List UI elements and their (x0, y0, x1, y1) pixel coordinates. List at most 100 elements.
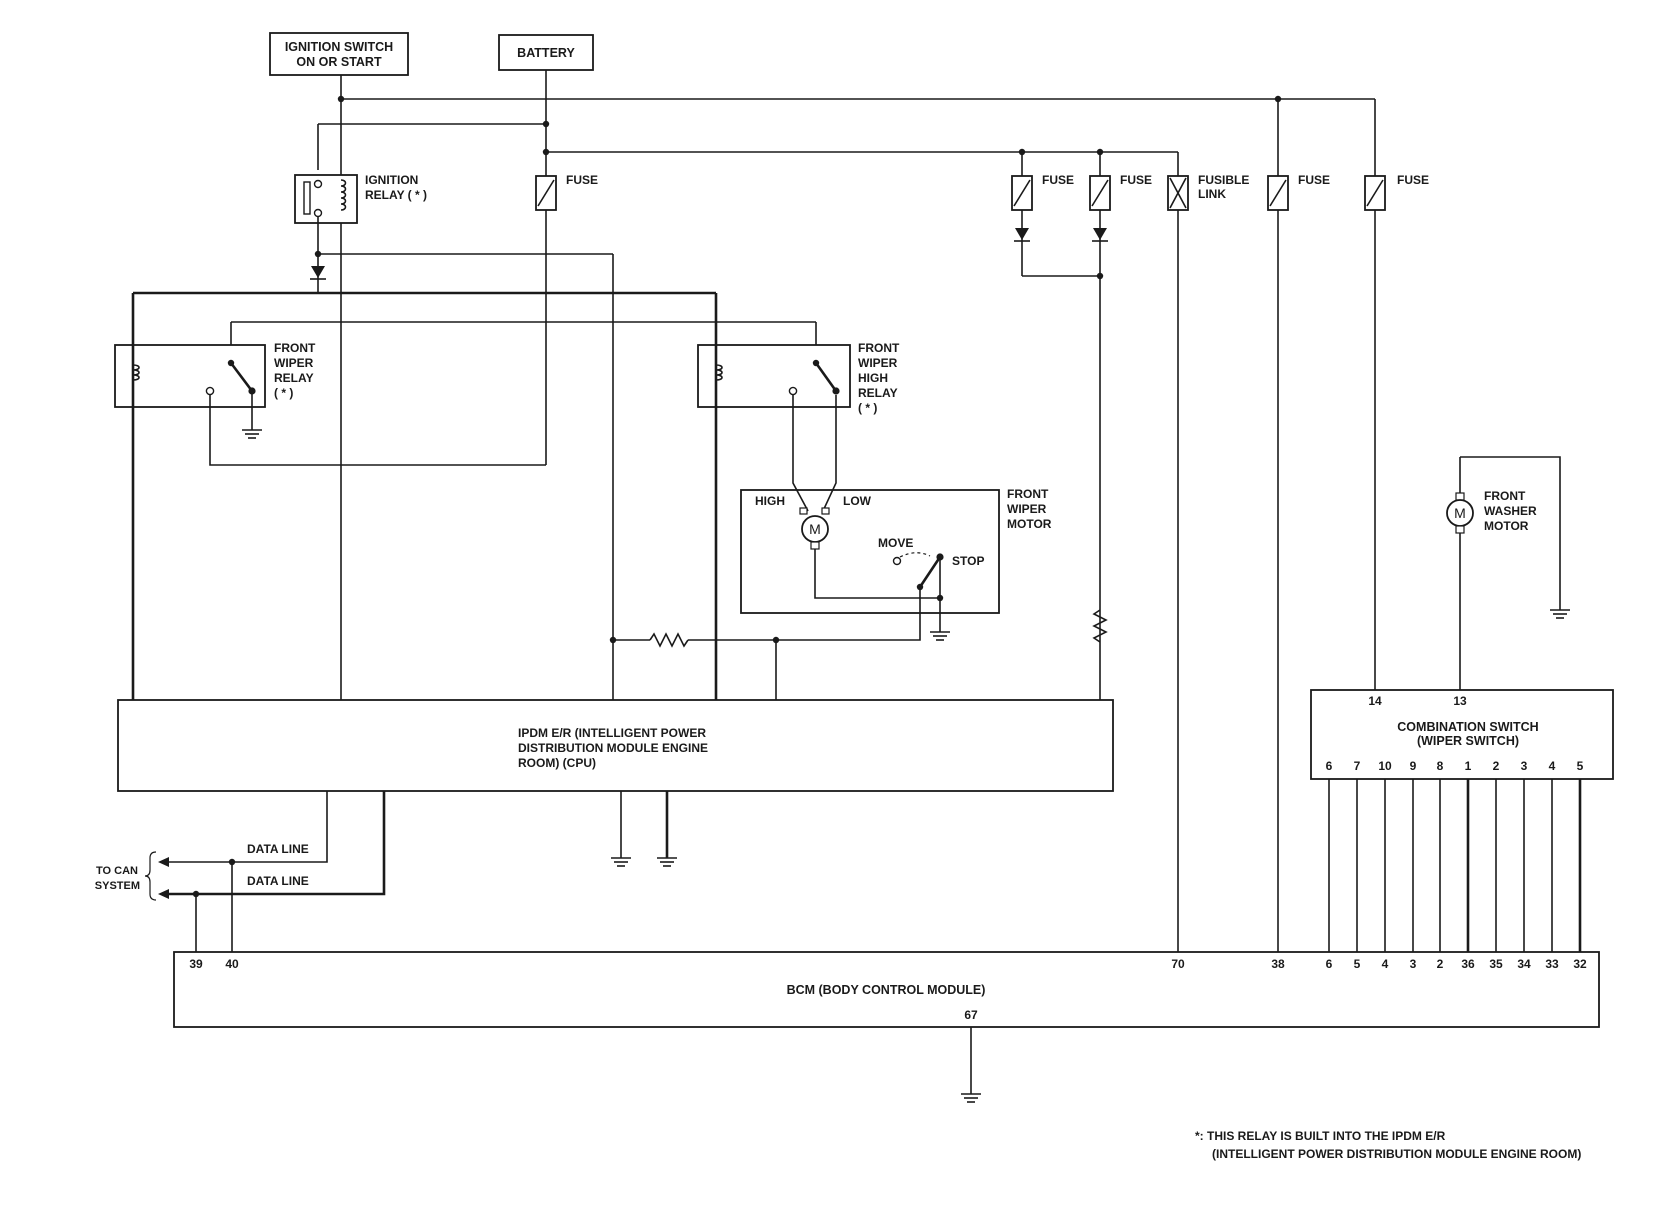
combo-pin-3: 3 (1521, 759, 1528, 773)
front-wiper-relay-label-2: WIPER (274, 356, 314, 370)
fuse-combination-switch: FUSE (1364, 173, 1429, 211)
ipdm-label-3: ROOM) (CPU) (518, 756, 596, 770)
front-wiper-relay-label-4: ( * ) (274, 386, 293, 400)
bcm-pin-35: 35 (1489, 957, 1503, 971)
combo-pin-8: 8 (1437, 759, 1444, 773)
front-washer-motor-label-1: FRONT (1484, 489, 1526, 503)
combo-pin-1: 1 (1465, 759, 1472, 773)
bcm-label: BCM (BODY CONTROL MODULE) (787, 983, 986, 997)
footnote-line-2: (INTELLIGENT POWER DISTRIBUTION MODULE E… (1212, 1147, 1581, 1161)
front-wiper-relay-label-3: RELAY (274, 371, 314, 385)
to-can-label-2: SYSTEM (95, 880, 140, 892)
front-wiper-high-relay-label-1: FRONT (858, 341, 900, 355)
front-wiper-relay-label-1: FRONT (274, 341, 316, 355)
bcm-pin-70: 70 (1171, 957, 1185, 971)
motor-high-label: HIGH (755, 494, 785, 508)
front-washer-motor-label-2: WASHER (1484, 504, 1537, 518)
fuse-label-4: FUSE (1298, 173, 1330, 187)
resistor-ipdm-sense (1092, 609, 1108, 643)
ignition-relay-label-2: RELAY ( * ) (365, 188, 427, 202)
front-wiper-motor-label-3: MOTOR (1007, 517, 1052, 531)
motor-low-label: LOW (843, 494, 872, 508)
ignition-switch-label-2: ON OR START (296, 55, 382, 69)
bcm-pin-2: 2 (1437, 957, 1444, 971)
front-wiper-motor-label-2: WIPER (1007, 502, 1047, 516)
front-wiper-high-relay-label-5: ( * ) (858, 401, 877, 415)
combo-pin-5: 5 (1577, 759, 1584, 773)
combination-switch: 14 13 COMBINATION SWITCH (WIPER SWITCH) … (1310, 689, 1614, 780)
ground-motor (930, 631, 950, 641)
front-wiper-high-relay-label-2: WIPER (858, 356, 898, 370)
ignition-diode (310, 266, 326, 280)
resistor-wiper-stop (649, 632, 689, 648)
motor-symbol: M (809, 521, 821, 537)
front-wiper-motor: HIGH LOW M MOVE STOP FRONT WIPER MOTOR (740, 395, 1052, 632)
fuse-label-3: FUSE (1120, 173, 1152, 187)
bcm-module: 39 40 70 38 6 5 4 3 2 36 35 34 33 32 BCM… (173, 951, 1600, 1028)
combo-pin-4: 4 (1549, 759, 1556, 773)
front-wiper-high-relay-label-4: RELAY (858, 386, 898, 400)
combo-pin-6: 6 (1326, 759, 1333, 773)
washer-motor-symbol: M (1454, 505, 1466, 521)
combo-pin-13: 13 (1453, 694, 1467, 708)
fuse-a: FUSE (1011, 173, 1074, 211)
fusible-link: FUSIBLE LINK (1167, 173, 1249, 211)
motor-stop-label: STOP (952, 554, 984, 568)
data-line-label-2: DATA LINE (247, 874, 309, 888)
ipdm-er-module: IPDM E/R (INTELLIGENT POWER DISTRIBUTION… (117, 699, 1114, 792)
combination-switch-label-2: (WIPER SWITCH) (1417, 734, 1519, 748)
battery-label: BATTERY (517, 46, 575, 60)
fuse-label-2: FUSE (1042, 173, 1074, 187)
bcm-pin-67: 67 (964, 1008, 978, 1022)
bcm-pin-36: 36 (1461, 957, 1475, 971)
front-wiper-high-relay-label-3: HIGH (858, 371, 888, 385)
front-wiper-motor-label-1: FRONT (1007, 487, 1049, 501)
to-can-label-1: TO CAN (96, 865, 138, 877)
combo-pin-7: 7 (1354, 759, 1361, 773)
bcm-pin-40: 40 (225, 957, 239, 971)
ignition-relay-label-1: IGNITION (365, 173, 418, 187)
ignition-relay: IGNITION RELAY ( * ) (294, 173, 427, 224)
bcm-pin-32: 32 (1573, 957, 1587, 971)
fuse-label-1: FUSE (566, 173, 598, 187)
motor-move-label: MOVE (878, 536, 913, 550)
combo-pin-14: 14 (1368, 694, 1382, 708)
footnote-line-1: *: THIS RELAY IS BUILT INTO THE IPDM E/R (1195, 1129, 1446, 1143)
fusible-link-label-2: LINK (1198, 187, 1226, 201)
bcm-pin-4: 4 (1382, 957, 1389, 971)
front-washer-motor: M FRONT WASHER MOTOR (1446, 489, 1537, 534)
fuse-b: FUSE (1089, 173, 1152, 211)
ground-relay (242, 429, 262, 439)
ground-bcm (961, 1093, 981, 1103)
data-line-label-1: DATA LINE (247, 842, 309, 856)
combo-pin-2: 2 (1493, 759, 1500, 773)
fuse-label-5: FUSE (1397, 173, 1429, 187)
front-washer-motor-label-3: MOTOR (1484, 519, 1529, 533)
fuse-bcm: FUSE (1267, 173, 1330, 211)
bcm-pin-34: 34 (1517, 957, 1531, 971)
bcm-pin-6: 6 (1326, 957, 1333, 971)
front-wiper-relay: FRONT WIPER RELAY ( * ) (114, 341, 316, 408)
battery-box: BATTERY (498, 34, 594, 71)
bcm-pin-33: 33 (1545, 957, 1559, 971)
diode-a (1014, 228, 1030, 242)
ignition-switch-label-1: IGNITION SWITCH (285, 40, 393, 54)
ipdm-label-2: DISTRIBUTION MODULE ENGINE (518, 741, 708, 755)
fuse-ipdm: FUSE (535, 173, 598, 211)
ipdm-label-1: IPDM E/R (INTELLIGENT POWER (518, 726, 706, 740)
bcm-pin-3: 3 (1410, 957, 1417, 971)
fusible-link-label-1: FUSIBLE (1198, 173, 1249, 187)
combination-switch-label-1: COMBINATION SWITCH (1397, 720, 1538, 734)
diode-b (1092, 228, 1108, 242)
bcm-pin-5: 5 (1354, 957, 1361, 971)
ground-ipdm-1 (611, 857, 631, 867)
combo-pin-9: 9 (1410, 759, 1417, 773)
combo-pin-10: 10 (1378, 759, 1392, 773)
ground-ipdm-2 (657, 857, 677, 867)
combination-switch-to-bcm-wires (1328, 779, 1582, 952)
front-wiper-high-relay: FRONT WIPER HIGH RELAY ( * ) (697, 341, 900, 415)
bcm-pin-38: 38 (1271, 957, 1285, 971)
ground-washer (1550, 609, 1570, 619)
bcm-pin-39: 39 (189, 957, 203, 971)
